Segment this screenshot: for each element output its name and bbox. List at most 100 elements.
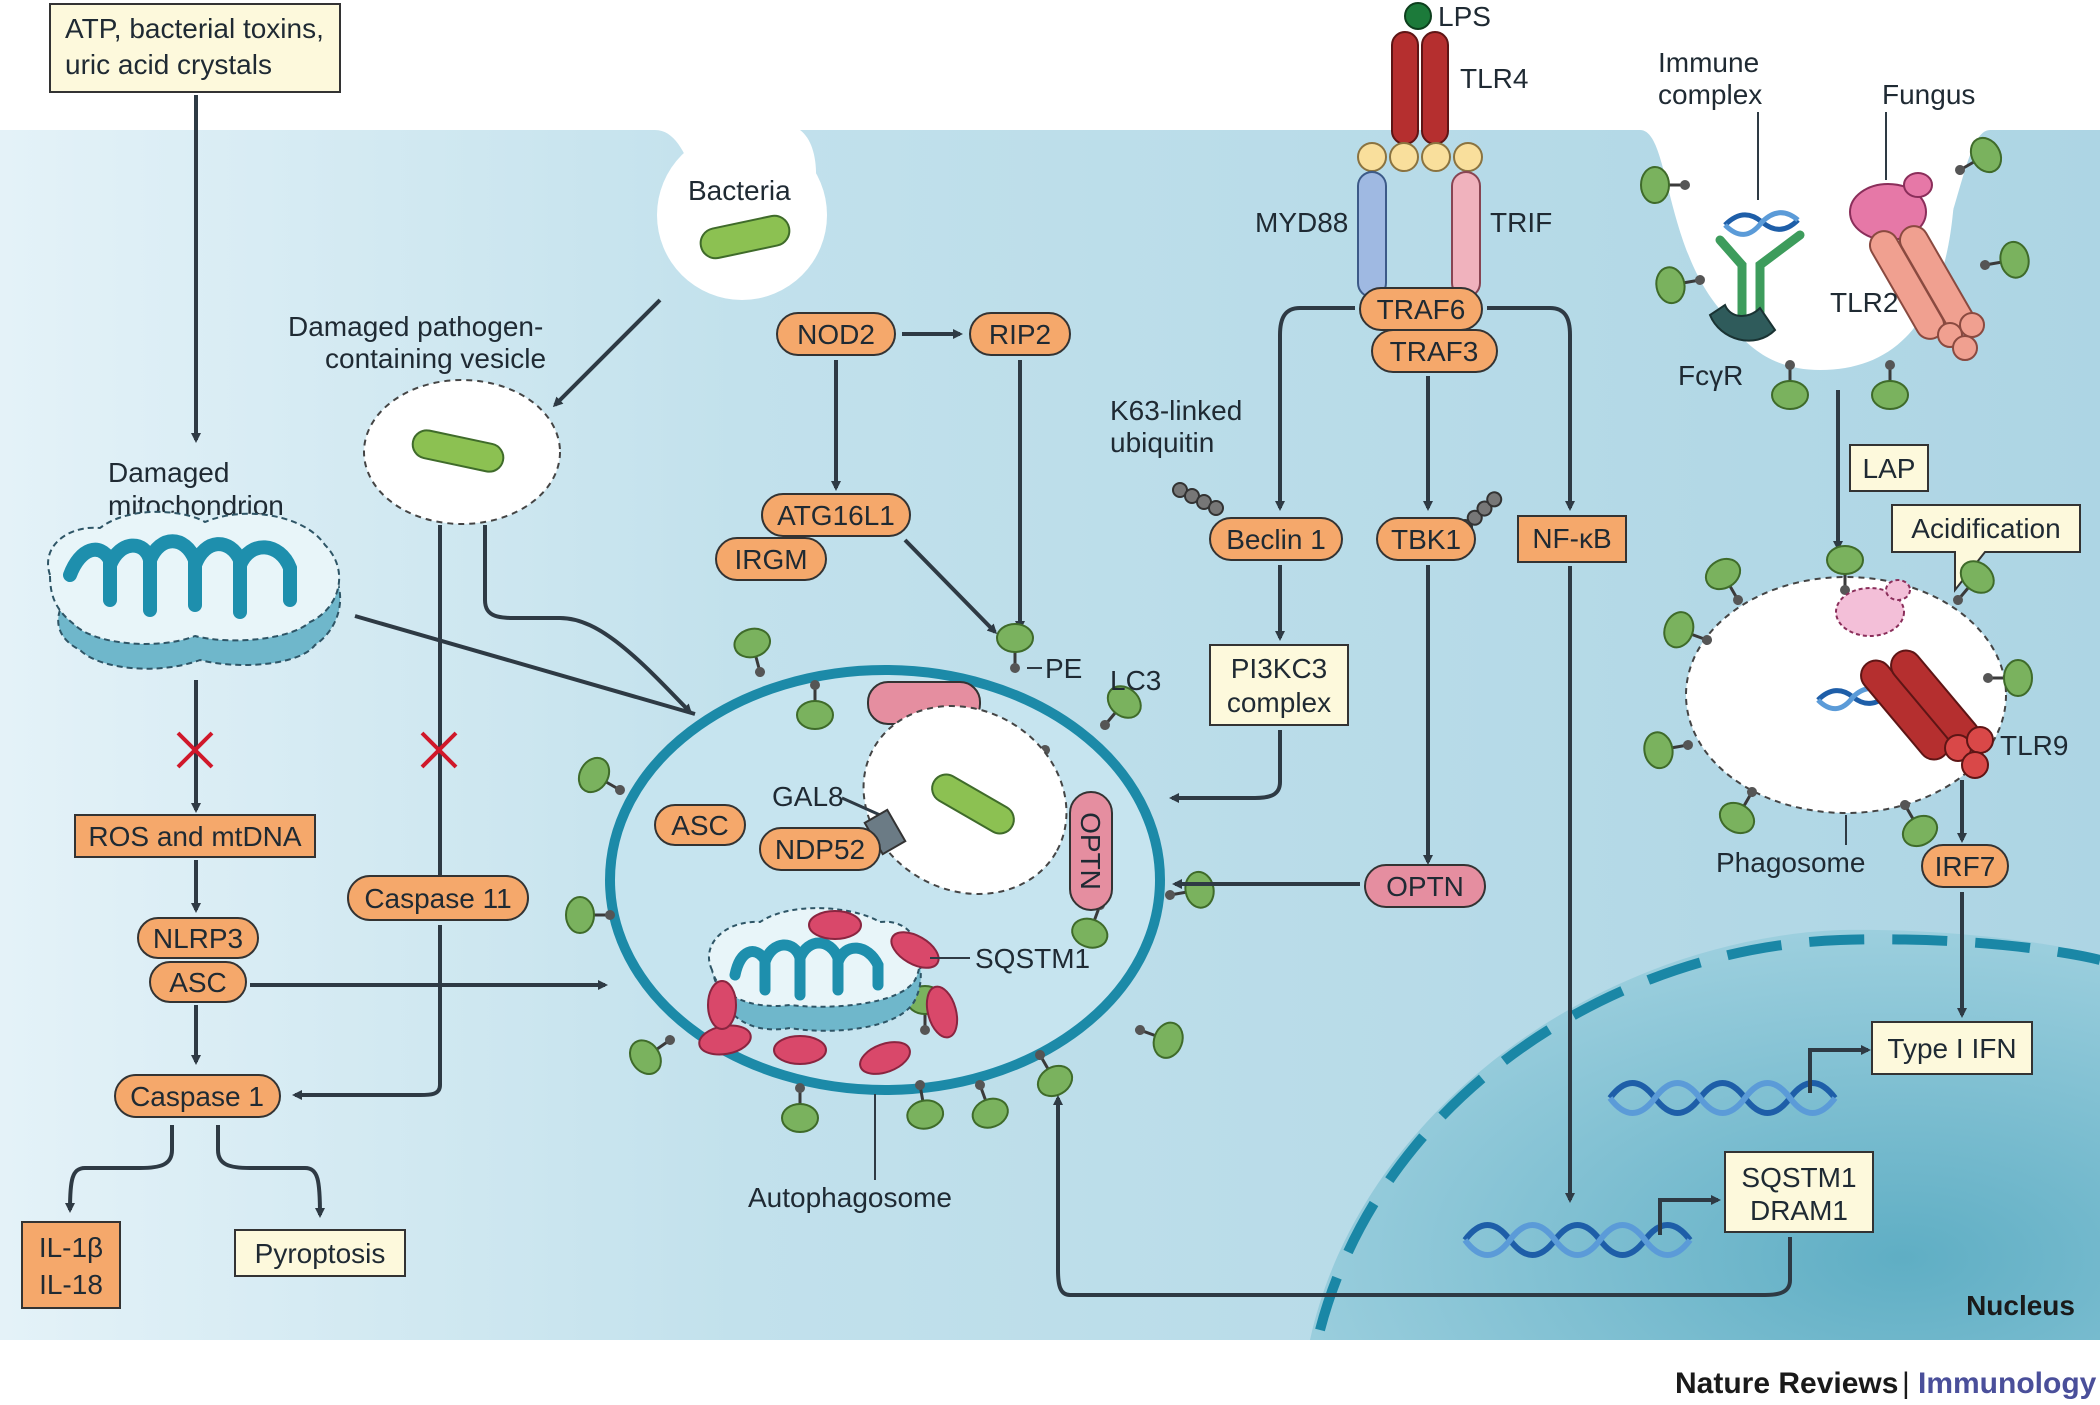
caspase11-pill xyxy=(347,875,529,921)
damaged-vesicle-label-2: containing vesicle xyxy=(325,343,546,374)
beclin1-pill xyxy=(1209,517,1343,561)
arrow-casp11-to-casp1 xyxy=(292,925,442,1100)
pyroptosis-label: Pyroptosis xyxy=(255,1238,386,1269)
nod2-pill xyxy=(776,312,896,356)
tlr4-label: TLR4 xyxy=(1460,63,1528,94)
ros-mtdna-box xyxy=(74,814,316,858)
acidification-label: Acidification xyxy=(1911,513,2060,544)
myd88-label: MYD88 xyxy=(1255,207,1348,238)
arrow-vesicle-to-autophagosome xyxy=(483,525,693,715)
lps-label: LPS xyxy=(1438,1,1491,32)
ndp52-pill xyxy=(759,827,881,871)
tlr4-left xyxy=(1391,31,1419,145)
fcgr-receptor xyxy=(1708,303,1777,342)
pi3kc3-label-1: PI3KC3 xyxy=(1231,653,1328,684)
dram1-gene-label: DRAM1 xyxy=(1750,1195,1848,1226)
arrow-dna-to-genes xyxy=(1658,1195,1721,1235)
damaged-mito-label-1: Damaged xyxy=(108,457,229,488)
footer-field: Immunology xyxy=(1918,1367,2097,1400)
rip2-pill xyxy=(969,312,1071,356)
rip2-label: RIP2 xyxy=(989,319,1051,350)
nucleus-label: Nucleus xyxy=(1966,1290,2075,1321)
atg16l1-label: ATG16L1 xyxy=(777,500,895,531)
asc-label: ASC xyxy=(169,967,227,998)
caspase1-label: Caspase 1 xyxy=(130,1081,264,1112)
arrow-casp1-to-pyroptosis xyxy=(216,1125,325,1218)
arrow-mito-to-autophagosome xyxy=(354,614,696,716)
tbk1-pill xyxy=(1376,517,1476,561)
traf3-label: TRAF3 xyxy=(1390,336,1479,367)
footer-journal: Nature Reviews xyxy=(1675,1367,1898,1400)
degraded-fungus xyxy=(1835,579,1911,637)
nfkb-label: NF-κB xyxy=(1532,523,1611,554)
atg16l1-pill xyxy=(761,493,911,537)
genes-box xyxy=(1724,1151,1874,1233)
fcgr-label: FcγR xyxy=(1678,360,1743,391)
tlr4-right xyxy=(1421,31,1449,145)
fungus-body xyxy=(1849,172,1933,241)
gal8-label: GAL8 xyxy=(772,781,844,812)
stimulus-box xyxy=(49,3,341,93)
autophagosome-label: Autophagosome xyxy=(748,1182,952,1213)
inner-mitochondrion xyxy=(708,907,922,1032)
tlr2-label: TLR2 xyxy=(1830,287,1898,318)
arrow-dna-to-ifn xyxy=(1808,1045,1871,1093)
tbk1-label: TBK1 xyxy=(1391,524,1461,555)
arrow-casp1-to-il xyxy=(65,1125,174,1213)
bacteria-label: Bacteria xyxy=(688,175,791,206)
sqstm1-gene-label: SQSTM1 xyxy=(1741,1162,1856,1193)
optn-label: OPTN xyxy=(1386,871,1464,902)
nfkb-box xyxy=(1517,515,1627,563)
optn-inner-label: OPTN xyxy=(1075,812,1106,890)
tlr9-receptor xyxy=(1860,649,1994,779)
bacteria-uptake-vesicle xyxy=(657,130,827,300)
optn-inner-pill xyxy=(1069,791,1113,911)
ndp52-label: NDP52 xyxy=(775,834,865,865)
pi3kc3-box xyxy=(1209,644,1349,726)
arrow-traf6-to-nfkb xyxy=(1487,306,1575,511)
k63-label-1: K63-linked xyxy=(1110,395,1242,426)
immune-complex-dna xyxy=(1723,210,1800,237)
lap-label: LAP xyxy=(1863,453,1916,484)
irf7-label: IRF7 xyxy=(1935,851,1996,882)
fcgr-antibody xyxy=(1715,230,1805,325)
asc-inner-pill xyxy=(654,804,746,846)
il-box xyxy=(21,1221,121,1309)
optn-pill xyxy=(1364,864,1486,908)
pi3kc3-label-2: complex xyxy=(1227,687,1331,718)
lc3-label: LC3 xyxy=(1110,665,1161,696)
dna-helix-nfkb xyxy=(1462,1222,1693,1258)
immune-complex-label-2: complex xyxy=(1658,79,1762,110)
k63-label-2: ubiquitin xyxy=(1110,427,1214,458)
arrow-genes-to-autophagosome xyxy=(1053,1095,1792,1297)
irf7-pill xyxy=(1921,844,2009,888)
sqstm1-markers xyxy=(698,910,959,1075)
beclin1-label: Beclin 1 xyxy=(1226,524,1326,555)
caspase11-label: Caspase 11 xyxy=(364,883,511,914)
immune-complex-label-1: Immune xyxy=(1658,47,1759,78)
lap-box xyxy=(1849,444,1929,492)
arrow-pi3kc3-to-autophagosome xyxy=(1169,730,1282,803)
asc-inner-label: ASC xyxy=(671,810,729,841)
traf3-pill xyxy=(1371,329,1498,373)
nlrp3-label: NLRP3 xyxy=(153,923,243,954)
inhibition-x-vesicle xyxy=(420,731,458,769)
traf6-label: TRAF6 xyxy=(1377,294,1466,325)
nlrp3-pill xyxy=(137,917,259,959)
footer-separator: | xyxy=(1902,1367,1910,1400)
tlr9-label: TLR9 xyxy=(2000,730,2068,761)
stimulus-label-1: ATP, bacterial toxins, xyxy=(65,13,324,44)
dna-helix-irf7 xyxy=(1607,1080,1838,1116)
damaged-mitochondrion xyxy=(47,510,342,670)
irgm-pill xyxy=(715,537,827,581)
caspase1-pill xyxy=(114,1074,281,1118)
phagosome-label: Phagosome xyxy=(1716,847,1865,878)
type1ifn-label: Type I IFN xyxy=(1887,1033,2016,1064)
tlr4-tir-domains xyxy=(1357,142,1483,172)
fungus-label: Fungus xyxy=(1882,79,1975,110)
arrow-bacteria-to-vesicle xyxy=(552,298,662,408)
vesicle-bacterium xyxy=(411,429,505,473)
myd88-bar xyxy=(1357,171,1387,298)
il18-label: IL-18 xyxy=(39,1269,103,1300)
